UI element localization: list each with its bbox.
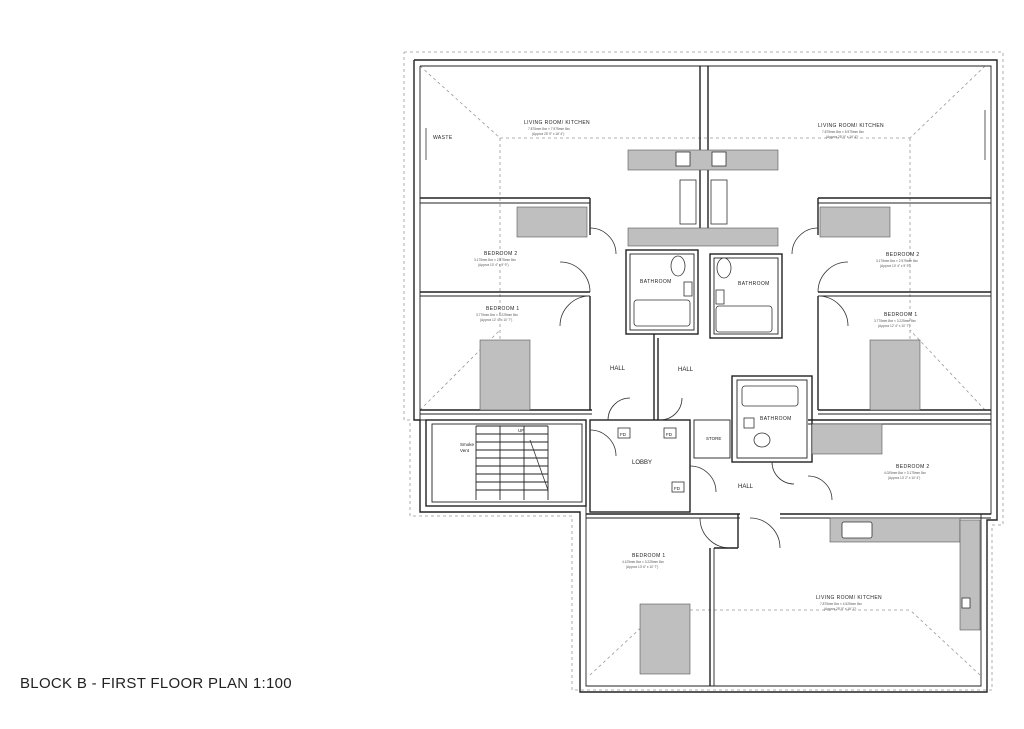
room-dim1-bed1-right: 3.775mm 8xx × 3.225mm 8xx	[874, 319, 916, 323]
room-dim2-bed1-bottom: (Approx 13' 6" x 10' 7")	[626, 565, 658, 569]
room-dim1-bed2-right: 3.175mm 8xx × 2.975mm 8xx	[876, 259, 918, 263]
room-label-hall-mid: HALL	[678, 367, 694, 373]
room-label-lrk-left: LIVING ROOM/ KITCHEN	[524, 120, 590, 126]
room-dim2-bed1-left: (Approx 12' 4" x 10' 7")	[480, 318, 512, 322]
fd-label-2: FD	[666, 432, 673, 437]
fixtures	[633, 151, 971, 609]
room-dim2-lrk-right: (Approx 25' 9" x 16' 4")	[826, 135, 858, 139]
fd-label-3: FD	[674, 486, 681, 491]
smoke-vent-label-2: Vent	[460, 448, 470, 453]
room-dim1-lrk-right: 7.875mm 8xx × 5.975mm 8xx	[822, 130, 864, 134]
stair-up-label: UP	[518, 428, 524, 433]
doors	[425, 110, 986, 549]
room-dim1-lrk-bottom: 7.875mm 8xx × 4.525mm 8xx	[820, 602, 862, 606]
smoke-vent-label-1: Smoke	[460, 442, 475, 447]
room-label-bath-left: BATHROOM	[640, 279, 672, 285]
room-label-bed2-lower: BEDROOM 2	[896, 464, 930, 470]
room-dim2-lrk-left: (Approx 25' 9" x 16' 4")	[532, 132, 564, 136]
outer-walls	[413, 59, 998, 693]
room-dim1-bed2-left: 3.175mm 8xx × 2.975mm 8xx	[474, 258, 516, 262]
room-dim2-bed2-right: (Approx 10' 4" x 9' 9")	[880, 264, 911, 268]
room-label-hall-left: HALL	[610, 366, 626, 372]
room-label-hall-lower: HALL	[738, 484, 754, 490]
room-dim1-bed2-lower: 4.025mm 8xx × 3.175mm 8xx	[884, 471, 926, 475]
door-markers: FD FD FD	[617, 427, 685, 493]
staircase	[475, 425, 549, 500]
furniture-beds	[479, 149, 981, 675]
room-dim2-bed2-left: (Approx 10' 4" x 9' 9")	[478, 263, 509, 267]
room-label-bed2-left: BEDROOM 2	[484, 251, 518, 257]
room-dim1-lrk-left: 7.875mm 8xx × 7.975mm 8xx	[528, 127, 570, 131]
room-label-bed1-right: BEDROOM 1	[884, 312, 918, 318]
room-label-bath-right: BATHROOM	[760, 416, 792, 422]
room-label-bed2-right: BEDROOM 2	[886, 252, 920, 258]
room-label-bed1-left: BEDROOM 1	[486, 306, 520, 312]
room-label-lrk-bottom: LIVING ROOM/ KITCHEN	[816, 595, 882, 601]
room-label-store: STORE	[706, 436, 721, 441]
room-label-bed1-bottom: BEDROOM 1	[632, 553, 666, 559]
room-dim2-bed1-right: (Approx 12' 4" x 10' 7")	[878, 324, 910, 328]
fd-label-1: FD	[620, 432, 627, 437]
plan-title: BLOCK B - FIRST FLOOR PLAN 1:100	[20, 675, 292, 692]
room-label-bath-mid: BATHROOM	[738, 281, 770, 287]
room-dim2-bed2-lower: (Approx 13' 2" x 10' 4")	[888, 476, 920, 480]
room-dim1-bed1-bottom: 4.125mm 8xx × 3.225mm 8xx	[622, 560, 664, 564]
room-label-lrk-right: LIVING ROOM/ KITCHEN	[818, 123, 884, 129]
room-label-lobby: LOBBY	[632, 460, 652, 466]
room-dim2-lrk-bottom: (Approx 25' 9" x 16' 1")	[824, 607, 856, 611]
room-dim1-bed1-left: 3.775mm 8xx × 3.225mm 8xx	[476, 313, 518, 317]
waste-label: WASTE	[433, 135, 453, 141]
